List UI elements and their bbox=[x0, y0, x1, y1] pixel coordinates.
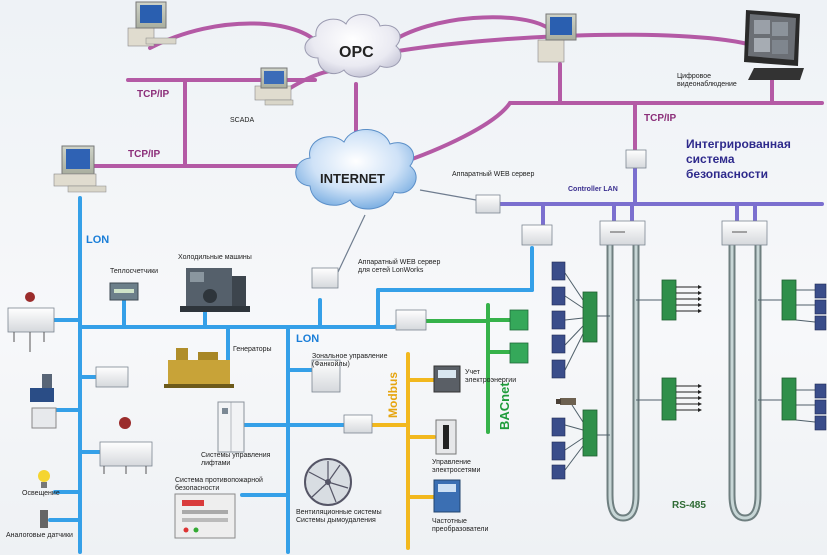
chiller-icon bbox=[180, 268, 250, 312]
controller-lan-label: Controller LAN bbox=[568, 186, 618, 193]
workstation-icon bbox=[127, 1, 177, 47]
video-surveillance-icon bbox=[744, 10, 804, 80]
lon-label-mid: LON bbox=[296, 333, 320, 345]
field-devices bbox=[25, 292, 131, 528]
ventilation-fan-icon bbox=[304, 458, 352, 506]
fire-panel-icon bbox=[174, 493, 236, 539]
lon-label-main: LON bbox=[86, 234, 110, 246]
video-label: Цифровое видеонаблюдение bbox=[677, 73, 737, 88]
tcpip-label-right: TCP/IP bbox=[644, 113, 677, 124]
scada-label: SCADA bbox=[230, 117, 255, 124]
box-details bbox=[13, 231, 747, 474]
card-reader-arrows bbox=[676, 286, 698, 411]
web-workstation-icon bbox=[537, 13, 577, 63]
internet-cloud bbox=[295, 129, 417, 210]
generators-label: Генераторы bbox=[233, 346, 272, 353]
fire-label: Система противопожарной безопасности bbox=[175, 477, 263, 492]
workstation-icons bbox=[53, 1, 804, 193]
tcpip-label-mid: TCP/IP bbox=[128, 149, 161, 160]
opc-cloud bbox=[304, 14, 402, 78]
modbus-network bbox=[370, 352, 436, 550]
power-control-icon bbox=[435, 419, 457, 455]
rs485-label: RS-485 bbox=[672, 500, 706, 511]
zone-control-label: Зональное управление (Фанкойлы) bbox=[312, 353, 388, 368]
thin-links bbox=[337, 189, 477, 273]
elevators-label: Системы управления лифтами bbox=[201, 452, 271, 467]
controller-lan-network bbox=[496, 166, 824, 227]
lon-workstation-icon bbox=[53, 145, 107, 193]
elevator-control-icon bbox=[217, 401, 245, 453]
lon-network bbox=[48, 196, 534, 554]
rs485-loops bbox=[606, 241, 762, 522]
frequency-converter-icon bbox=[433, 479, 461, 513]
freq-label: Частотные преобразователи bbox=[432, 518, 489, 533]
scada-workstation-icon bbox=[254, 67, 294, 106]
lighting-label: Освещение bbox=[22, 490, 60, 497]
controller-boxes bbox=[7, 149, 768, 467]
modbus-label: Modbus bbox=[386, 372, 400, 418]
generator-icon bbox=[164, 348, 234, 388]
web-server-label: Аппаратный WEB сервер bbox=[452, 171, 535, 178]
ventilation-label: Вентиляционные системы Системы дымоудале… bbox=[296, 509, 382, 524]
integrated-security-title: Интегрированная система безопасности bbox=[686, 137, 791, 181]
analog-sensors-label: Аналоговые датчики bbox=[6, 532, 73, 539]
rs485-devices bbox=[551, 261, 827, 480]
opc-label: OPC bbox=[339, 44, 374, 61]
web-server-lon-label: Аппаратный WEB сервер для сетей LonWorks bbox=[358, 259, 441, 274]
heat-meter-icon bbox=[109, 282, 139, 301]
heat-meters-label: Теплосчетчики bbox=[110, 268, 159, 275]
power-label: Управление электросетями bbox=[432, 459, 481, 474]
cctv-camera-icon bbox=[556, 398, 576, 405]
bacnet-label: BACnet bbox=[497, 382, 512, 430]
chillers-label: Холодильные машины bbox=[178, 254, 252, 261]
energy-label: Учет электроэнергии bbox=[465, 369, 517, 384]
internet-label: INTERNET bbox=[320, 171, 385, 186]
bacnet-network bbox=[424, 303, 512, 434]
bacnet-devices bbox=[509, 309, 529, 364]
tcpip-label-top: TCP/IP bbox=[137, 89, 170, 100]
energy-meter-icon bbox=[433, 365, 461, 393]
